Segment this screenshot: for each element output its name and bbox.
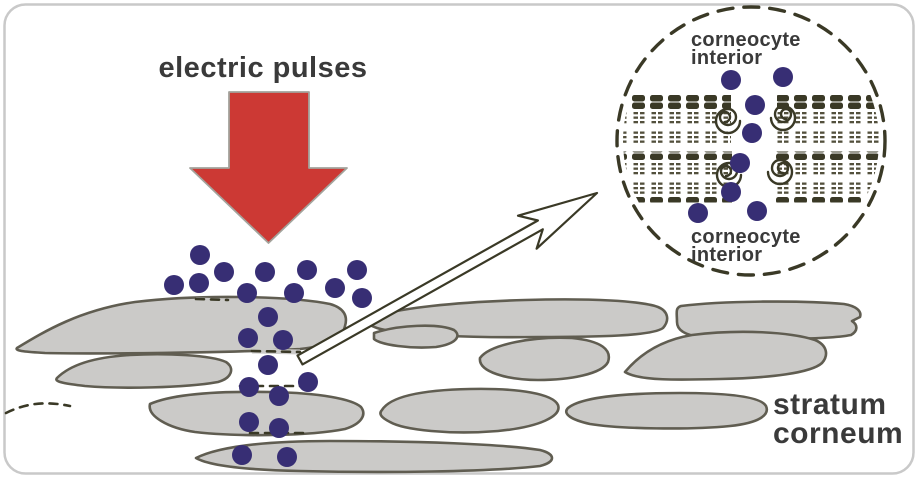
molecule-dot <box>347 260 367 280</box>
molecule-dot <box>239 377 259 397</box>
stratum-corneum-label-line2: corneum <box>773 417 903 450</box>
lipid-pore-swirl <box>766 158 794 186</box>
molecule-dot <box>745 95 765 115</box>
molecule-dot <box>352 288 372 308</box>
corneocyte-cell <box>55 352 233 389</box>
molecule-dot <box>258 355 278 375</box>
scene-molecules <box>164 245 372 467</box>
corneocyte-cell <box>478 336 611 382</box>
molecule-dot <box>232 445 252 465</box>
molecule-dot <box>721 70 741 90</box>
molecule-dot <box>730 153 750 173</box>
molecule-dot <box>269 418 289 438</box>
magnify-arrow <box>296 191 599 366</box>
corneocyte-cell <box>565 391 769 430</box>
molecule-dot <box>742 123 762 143</box>
molecule-dot <box>214 262 234 282</box>
molecule-dot <box>190 245 210 265</box>
lipid-bilayer <box>623 151 732 203</box>
molecule-dot <box>747 201 767 221</box>
electric-pulses-label: electric pulses <box>159 52 368 84</box>
stratum-corneum-label-line1: stratum <box>773 388 887 421</box>
inset-top-label-line2: interior <box>691 47 762 69</box>
molecule-dot <box>237 283 257 303</box>
inset-bottom-label-line2: interior <box>691 244 762 266</box>
lipid-pore-swirl <box>714 107 742 135</box>
corneocyte-cell <box>675 300 862 341</box>
inset-top-label-line1: corneocyte <box>691 29 801 51</box>
lipid-pore-swirl <box>769 104 797 132</box>
molecule-dot <box>164 275 184 295</box>
corneocyte-cell <box>372 324 459 349</box>
corneocyte-inset: corneocyte interior corneocyte interior <box>615 5 887 277</box>
molecule-dot <box>284 283 304 303</box>
molecule-dot <box>688 203 708 223</box>
molecule-dot <box>297 260 317 280</box>
permeation-dashes <box>4 297 312 435</box>
molecule-dot <box>298 372 318 392</box>
molecule-dot <box>269 386 289 406</box>
molecule-dot <box>273 330 293 350</box>
molecule-dot <box>239 412 259 432</box>
molecule-dot <box>258 307 278 327</box>
corneocyte-cell <box>379 387 560 434</box>
inset-bottom-label-line1: corneocyte <box>691 226 801 248</box>
molecule-dot <box>238 328 258 348</box>
lipid-bilayer <box>623 95 731 146</box>
electric-pulse-arrow <box>189 91 348 244</box>
molecule-dot <box>277 447 297 467</box>
molecule-dot <box>189 273 209 293</box>
corneocyte-cell <box>623 330 828 381</box>
inset-molecules <box>688 67 793 223</box>
molecule-dot <box>773 67 793 87</box>
molecule-dot <box>325 278 345 298</box>
molecule-dot <box>721 182 741 202</box>
corneocyte-cell <box>148 390 365 437</box>
molecule-dot <box>255 262 275 282</box>
